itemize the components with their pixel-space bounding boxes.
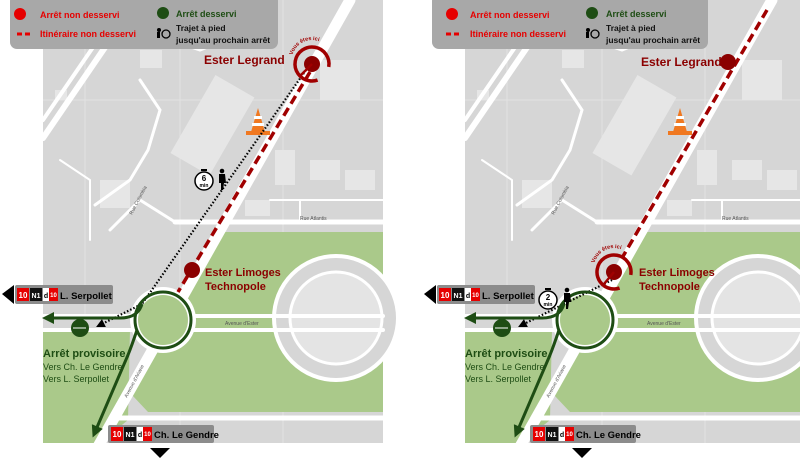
street-label-ester: Avenue d'Ester [225,321,259,327]
panel-left: Rue Colombia Rue Atlantis Avenue d'Ester… [2,0,398,459]
legend-unserved-stop: Arrêt non desservi [470,10,550,20]
temporary-stop-title: Arrêt provisoire [43,348,126,360]
legend-walk-2: jusqu'au prochain arrêt [605,35,700,45]
destination-label: Ch. Le Gendre [154,430,219,441]
legend-walk-2: jusqu'au prochain arrêt [175,35,270,45]
destination-tag-legendre[interactable]: 10 N1 d 10 Ch. Le Gendre [108,425,219,458]
walk-unit: min [200,183,209,189]
walking-path [96,69,307,327]
pedestrian-icon [564,287,571,309]
street-label-atlantis: Rue Atlantis [300,216,327,222]
line-badge-10: 10 [441,291,450,300]
line-badge-d10: 10 [566,432,573,438]
temporary-stop-direction-2: Vers L. Serpollet [43,374,110,384]
legend-walk-1: Trajet à pied [176,23,226,33]
destination-label: L. Serpollet [482,291,535,302]
legend-unserved-stop: Arrêt non desservi [40,10,120,20]
destination-tag-legendre[interactable]: 10 N1 d 10 Ch. Le Gendre [530,425,641,458]
walk-legend-icon [586,28,600,39]
destination-tag-serpollet[interactable]: 10 N1 d 10 L. Serpollet [2,285,113,304]
line-badge-d: d [466,293,470,300]
stop-label-ester-limoges: Ester Limoges [205,267,281,279]
temporary-stop-direction-1: Vers Ch. Le Gendre [43,362,123,372]
walk-time-icon: 6 min [194,168,226,191]
line-badge-10: 10 [113,430,122,439]
walk-time-icon: 2 min [538,287,571,310]
street-label-ester: Avenue d'Ester [647,321,681,327]
walk-minutes: 6 [202,174,207,183]
walk-unit: min [544,302,553,308]
walk-legend-icon [157,28,171,39]
line-badge-d10: 10 [50,293,57,299]
destination-label: Ch. Le Gendre [576,430,641,441]
legend-walk-1: Trajet à pied [606,23,656,33]
destination-label: L. Serpollet [60,291,113,302]
legend: Arrêt non desservi Itinéraire non desser… [10,0,278,49]
stop-label-ester-legrand: Ester Legrand [641,55,722,69]
arrow-left-icon [2,285,14,304]
base-map[interactable] [465,0,800,459]
stop-ester-legrand[interactable] [720,54,736,70]
base-map[interactable] [43,0,398,459]
legend-unserved-route: Itinéraire non desservi [470,29,566,39]
line-badge-n1: N1 [126,432,135,439]
line-badge-d: d [138,432,142,439]
roadworks-cone-icon [246,108,270,135]
line-badge-n1: N1 [548,432,557,439]
unserved-stop-icon [446,8,458,20]
served-stop-icon [586,7,598,19]
walk-minutes: 2 [546,293,551,302]
pedestrian-icon [219,168,226,190]
stop-ester-limoges[interactable] [184,262,200,278]
arrow-down-icon [150,448,170,458]
line-badge-d10: 10 [144,432,151,438]
roadworks-cone-icon [668,108,692,135]
unserved-route [176,71,312,293]
panel-right: Rue Colombia Rue Atlantis Avenue d'Ester… [424,0,800,459]
arrow-down-icon [572,448,592,458]
legend-served-stop: Arrêt desservi [176,9,237,19]
temporary-stop-title: Arrêt provisoire [465,348,548,360]
legend-served-stop: Arrêt desservi [606,9,667,19]
legend: Arrêt non desservi Itinéraire non desser… [432,0,708,49]
line-badge-n1: N1 [32,293,41,300]
temporary-stop-direction-2: Vers L. Serpollet [465,374,532,384]
legend-unserved-route: Itinéraire non desservi [40,29,136,39]
street-label-atlantis: Rue Atlantis [722,216,749,222]
stop-label-technopole: Technopole [639,281,700,293]
served-route [42,290,193,438]
served-route [464,290,615,438]
unserved-stop-icon [14,8,26,20]
temporary-stop-direction-1: Vers Ch. Le Gendre [465,362,545,372]
line-badge-10: 10 [19,291,28,300]
line-badge-d: d [44,293,48,300]
line-badge-d: d [560,432,564,439]
served-stop-icon [157,7,169,19]
arrow-left-icon [424,285,436,304]
stop-label-ester-legrand: Ester Legrand [204,53,285,67]
line-badge-d10: 10 [472,293,479,299]
destination-tag-serpollet[interactable]: 10 N1 d 10 L. Serpollet [424,285,535,304]
temporary-stop-marker[interactable] [493,319,511,337]
stop-label-technopole: Technopole [205,281,266,293]
line-badge-10: 10 [535,430,544,439]
unserved-route [620,9,769,259]
stop-label-ester-limoges: Ester Limoges [639,267,715,279]
line-badge-n1: N1 [454,293,463,300]
temporary-stop-marker[interactable] [71,319,89,337]
